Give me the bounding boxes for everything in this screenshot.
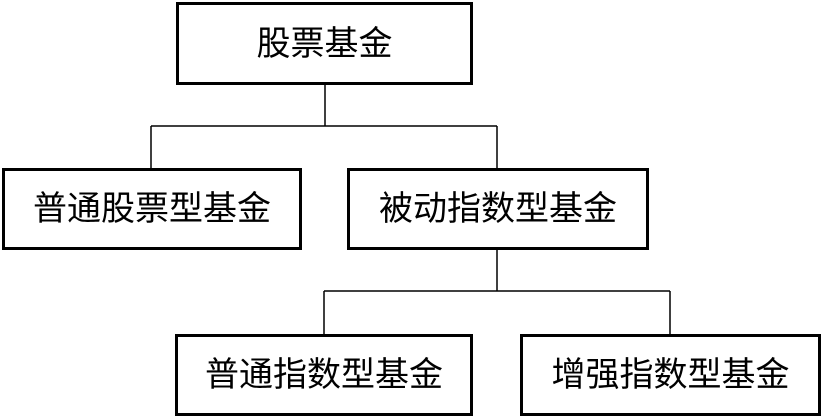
- node-label: 普通指数型基金: [205, 355, 443, 395]
- node-passive-index-fund: 被动指数型基金: [347, 168, 649, 250]
- node-label: 被动指数型基金: [379, 189, 617, 229]
- node-ordinary-index-fund: 普通指数型基金: [175, 334, 473, 416]
- node-enhanced-index-fund: 增强指数型基金: [520, 334, 821, 416]
- node-label: 普通股票型基金: [33, 189, 271, 229]
- node-label: 增强指数型基金: [551, 355, 790, 395]
- node-label: 股票基金: [256, 23, 393, 64]
- node-stock-fund-root: 股票基金: [176, 2, 473, 85]
- node-ordinary-stock-fund: 普通股票型基金: [2, 168, 302, 250]
